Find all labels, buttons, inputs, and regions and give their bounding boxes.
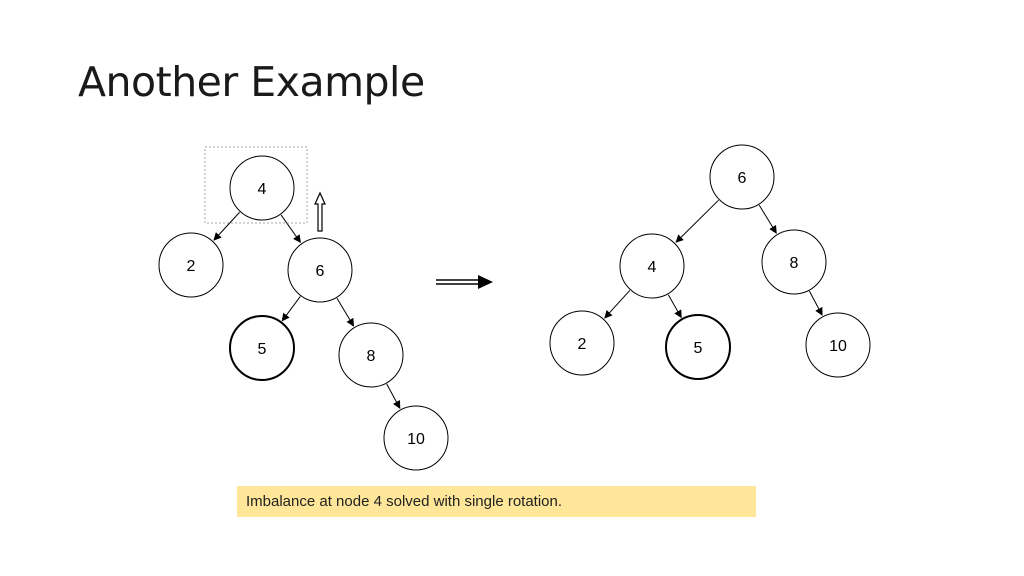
tree-node-b6: 6 — [287, 237, 353, 303]
tree-edge-a6-a8 — [758, 204, 777, 234]
tree-node-b4: 4 — [229, 155, 295, 221]
node-circle — [761, 229, 827, 295]
tree-edge-b4-b2 — [213, 211, 240, 241]
double-right-arrow-icon — [436, 275, 493, 289]
node-label: 8 — [790, 255, 799, 272]
tree-node-b10: 10 — [383, 405, 449, 471]
node-label: 2 — [578, 336, 587, 353]
tree-node-a4: 4 — [619, 233, 685, 299]
node-circle — [383, 405, 449, 471]
page-title: Another Example — [78, 58, 425, 106]
tree-edge-b8-b10 — [386, 383, 401, 409]
tree-node-a6: 6 — [709, 144, 775, 210]
node-label: 10 — [407, 431, 425, 448]
up-arrow-icon — [314, 191, 326, 232]
node-label: 8 — [367, 348, 376, 365]
tree-node-b5: 5 — [229, 315, 295, 381]
tree-edge-b6-b5 — [281, 296, 301, 322]
node-label: 6 — [316, 263, 325, 280]
node-circle — [665, 314, 731, 380]
node-label: 6 — [738, 170, 747, 187]
tree-edge-b4-b6 — [280, 214, 301, 244]
node-circle — [709, 144, 775, 210]
tree-edge-a8-a10 — [809, 290, 823, 316]
node-label: 10 — [829, 338, 847, 355]
node-label: 4 — [258, 181, 267, 198]
tree-node-a5: 5 — [665, 314, 731, 380]
node-circle — [338, 322, 404, 388]
tree-node-b2: 2 — [158, 232, 224, 298]
node-label: 5 — [258, 341, 267, 358]
tree-edge-b6-b8 — [336, 298, 355, 327]
caption-box: Imbalance at node 4 solved with single r… — [237, 486, 756, 517]
node-circle — [229, 315, 295, 381]
tree-node-a8: 8 — [761, 229, 827, 295]
nodes-layer: 4 2 6 5 8 10 6 4 8 2 5 10 — [158, 144, 871, 471]
tree-edge-a6-a4 — [675, 199, 719, 243]
tree-edge-a4-a5 — [667, 294, 682, 319]
node-label: 4 — [648, 259, 657, 276]
tree-node-a10: 10 — [805, 312, 871, 378]
tree-node-b8: 8 — [338, 322, 404, 388]
node-circle — [619, 233, 685, 299]
node-circle — [549, 310, 615, 376]
node-label: 2 — [187, 258, 196, 275]
node-circle — [158, 232, 224, 298]
node-circle — [229, 155, 295, 221]
imbalance-highlight-box — [204, 146, 308, 224]
node-circle — [805, 312, 871, 378]
tree-node-a2: 2 — [549, 310, 615, 376]
tree-edge-a4-a2 — [604, 290, 631, 319]
node-circle — [287, 237, 353, 303]
edges-layer — [213, 199, 823, 409]
node-label: 5 — [694, 340, 703, 357]
